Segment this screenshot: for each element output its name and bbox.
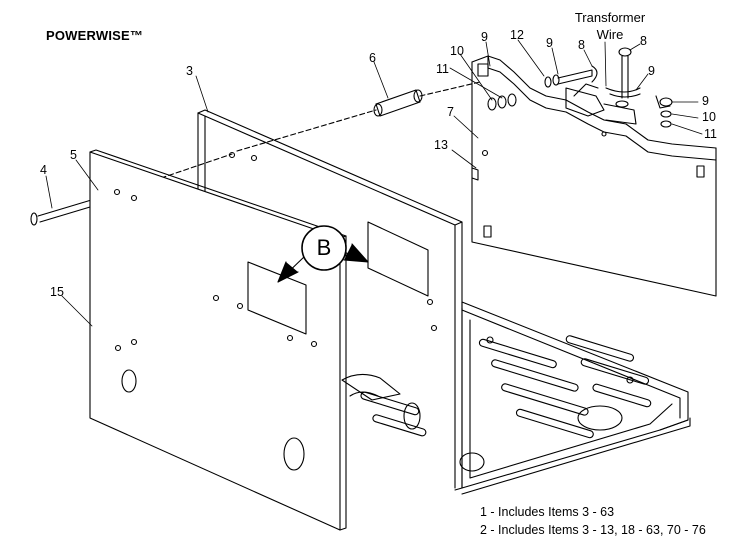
- item-number: 11: [704, 127, 717, 141]
- notes-block: 1 - Includes Items 3 - 63 2 - Includes I…: [480, 503, 706, 539]
- item-number: 9: [481, 30, 488, 44]
- item-number: 6: [369, 51, 376, 65]
- note-line: 1 - Includes Items 3 - 63: [480, 505, 615, 519]
- item-number: 7: [447, 105, 454, 119]
- item-number: 9: [546, 36, 553, 50]
- item-number: 15: [50, 285, 64, 299]
- item-number: 11: [436, 62, 449, 76]
- item-number: 13: [434, 138, 448, 152]
- item-number: 5: [70, 148, 77, 162]
- floor-slots: [360, 335, 652, 439]
- note-line: 2 - Includes Items 3 - 13, 18 - 63, 70 -…: [480, 523, 706, 537]
- item-number: 9: [648, 64, 655, 78]
- item-number: 8: [640, 34, 647, 48]
- base-pan: [360, 301, 691, 495]
- back-panel-opening: [367, 221, 429, 297]
- transformer-label-line2: Wire: [596, 27, 624, 42]
- callout-b-letter: B: [316, 235, 332, 260]
- alignment-line: [236, 109, 377, 152]
- item-number: 9: [702, 94, 709, 108]
- burner-bracket: [471, 55, 717, 297]
- diagram-title: POWERWISE™: [46, 28, 144, 43]
- callout-b: [277, 225, 369, 283]
- transformer-label-line1: Transformer: [574, 10, 646, 25]
- leader-lines: [45, 39, 703, 327]
- item-number: 10: [450, 44, 464, 58]
- item-number: 4: [40, 163, 47, 177]
- item-number: 10: [702, 110, 716, 124]
- item-number: 12: [510, 28, 524, 42]
- item-number: 3: [186, 64, 193, 78]
- standoff-spacer: [236, 81, 481, 152]
- front-panel: [89, 149, 347, 531]
- item-number: 8: [578, 38, 585, 52]
- pan-opening: [577, 405, 623, 431]
